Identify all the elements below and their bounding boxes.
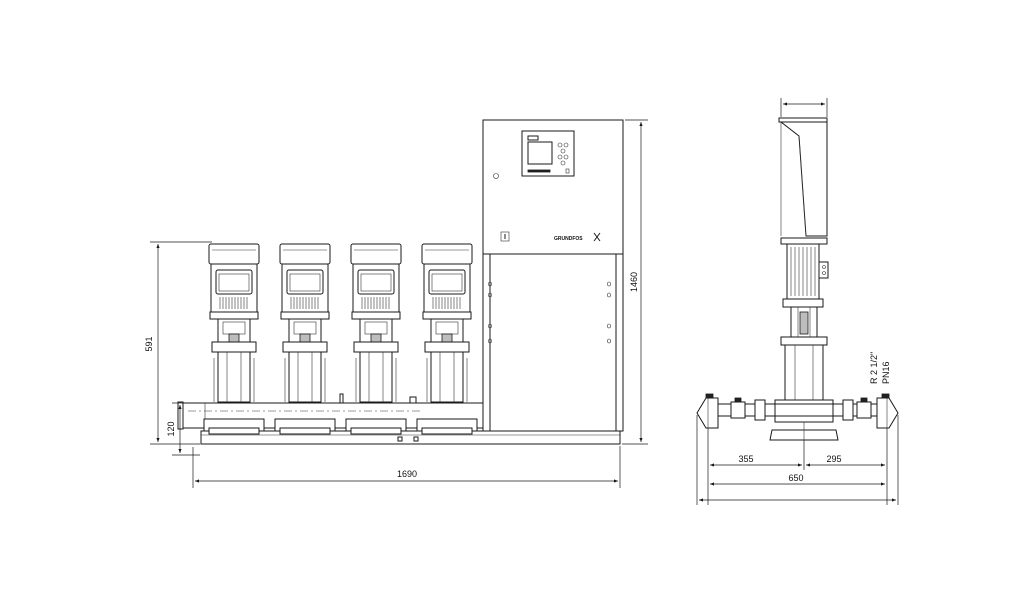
pump-body-side — [769, 306, 839, 441]
pump-unit — [416, 243, 478, 435]
side-view — [696, 117, 899, 441]
side-dimensions: 355 295 650 R 2 1/2" PN16 — [696, 98, 899, 505]
base-frame — [200, 430, 621, 445]
cabinet-side — [778, 117, 828, 237]
brand-logo: GRUNDFOS — [554, 236, 583, 242]
dim-total-length: 1690 — [397, 469, 417, 479]
pressure-rating-label: PN16 — [881, 361, 891, 384]
dim-inlet-offset: 355 — [738, 454, 753, 464]
main-switch — [500, 231, 510, 242]
control-cabinet: GRUNDFOS — [482, 119, 624, 432]
front-dimensions: 591 120 1460 1690 — [144, 119, 648, 488]
pump-group — [203, 243, 478, 435]
side-piping — [696, 393, 899, 429]
dim-total-height: 1460 — [629, 272, 639, 292]
dim-total-depth: 650 — [788, 473, 803, 483]
pump-unit — [203, 243, 265, 435]
connection-size-label: R 2 1/2" — [869, 352, 879, 384]
pump-unit — [345, 243, 407, 435]
dim-manifold-height: 120 — [166, 421, 176, 436]
dim-pump-height: 591 — [144, 336, 154, 351]
front-view: GRUNDFOS — [177, 119, 624, 445]
pump-unit — [274, 243, 336, 435]
motor-side — [780, 237, 829, 308]
dim-outlet-offset: 295 — [826, 454, 841, 464]
